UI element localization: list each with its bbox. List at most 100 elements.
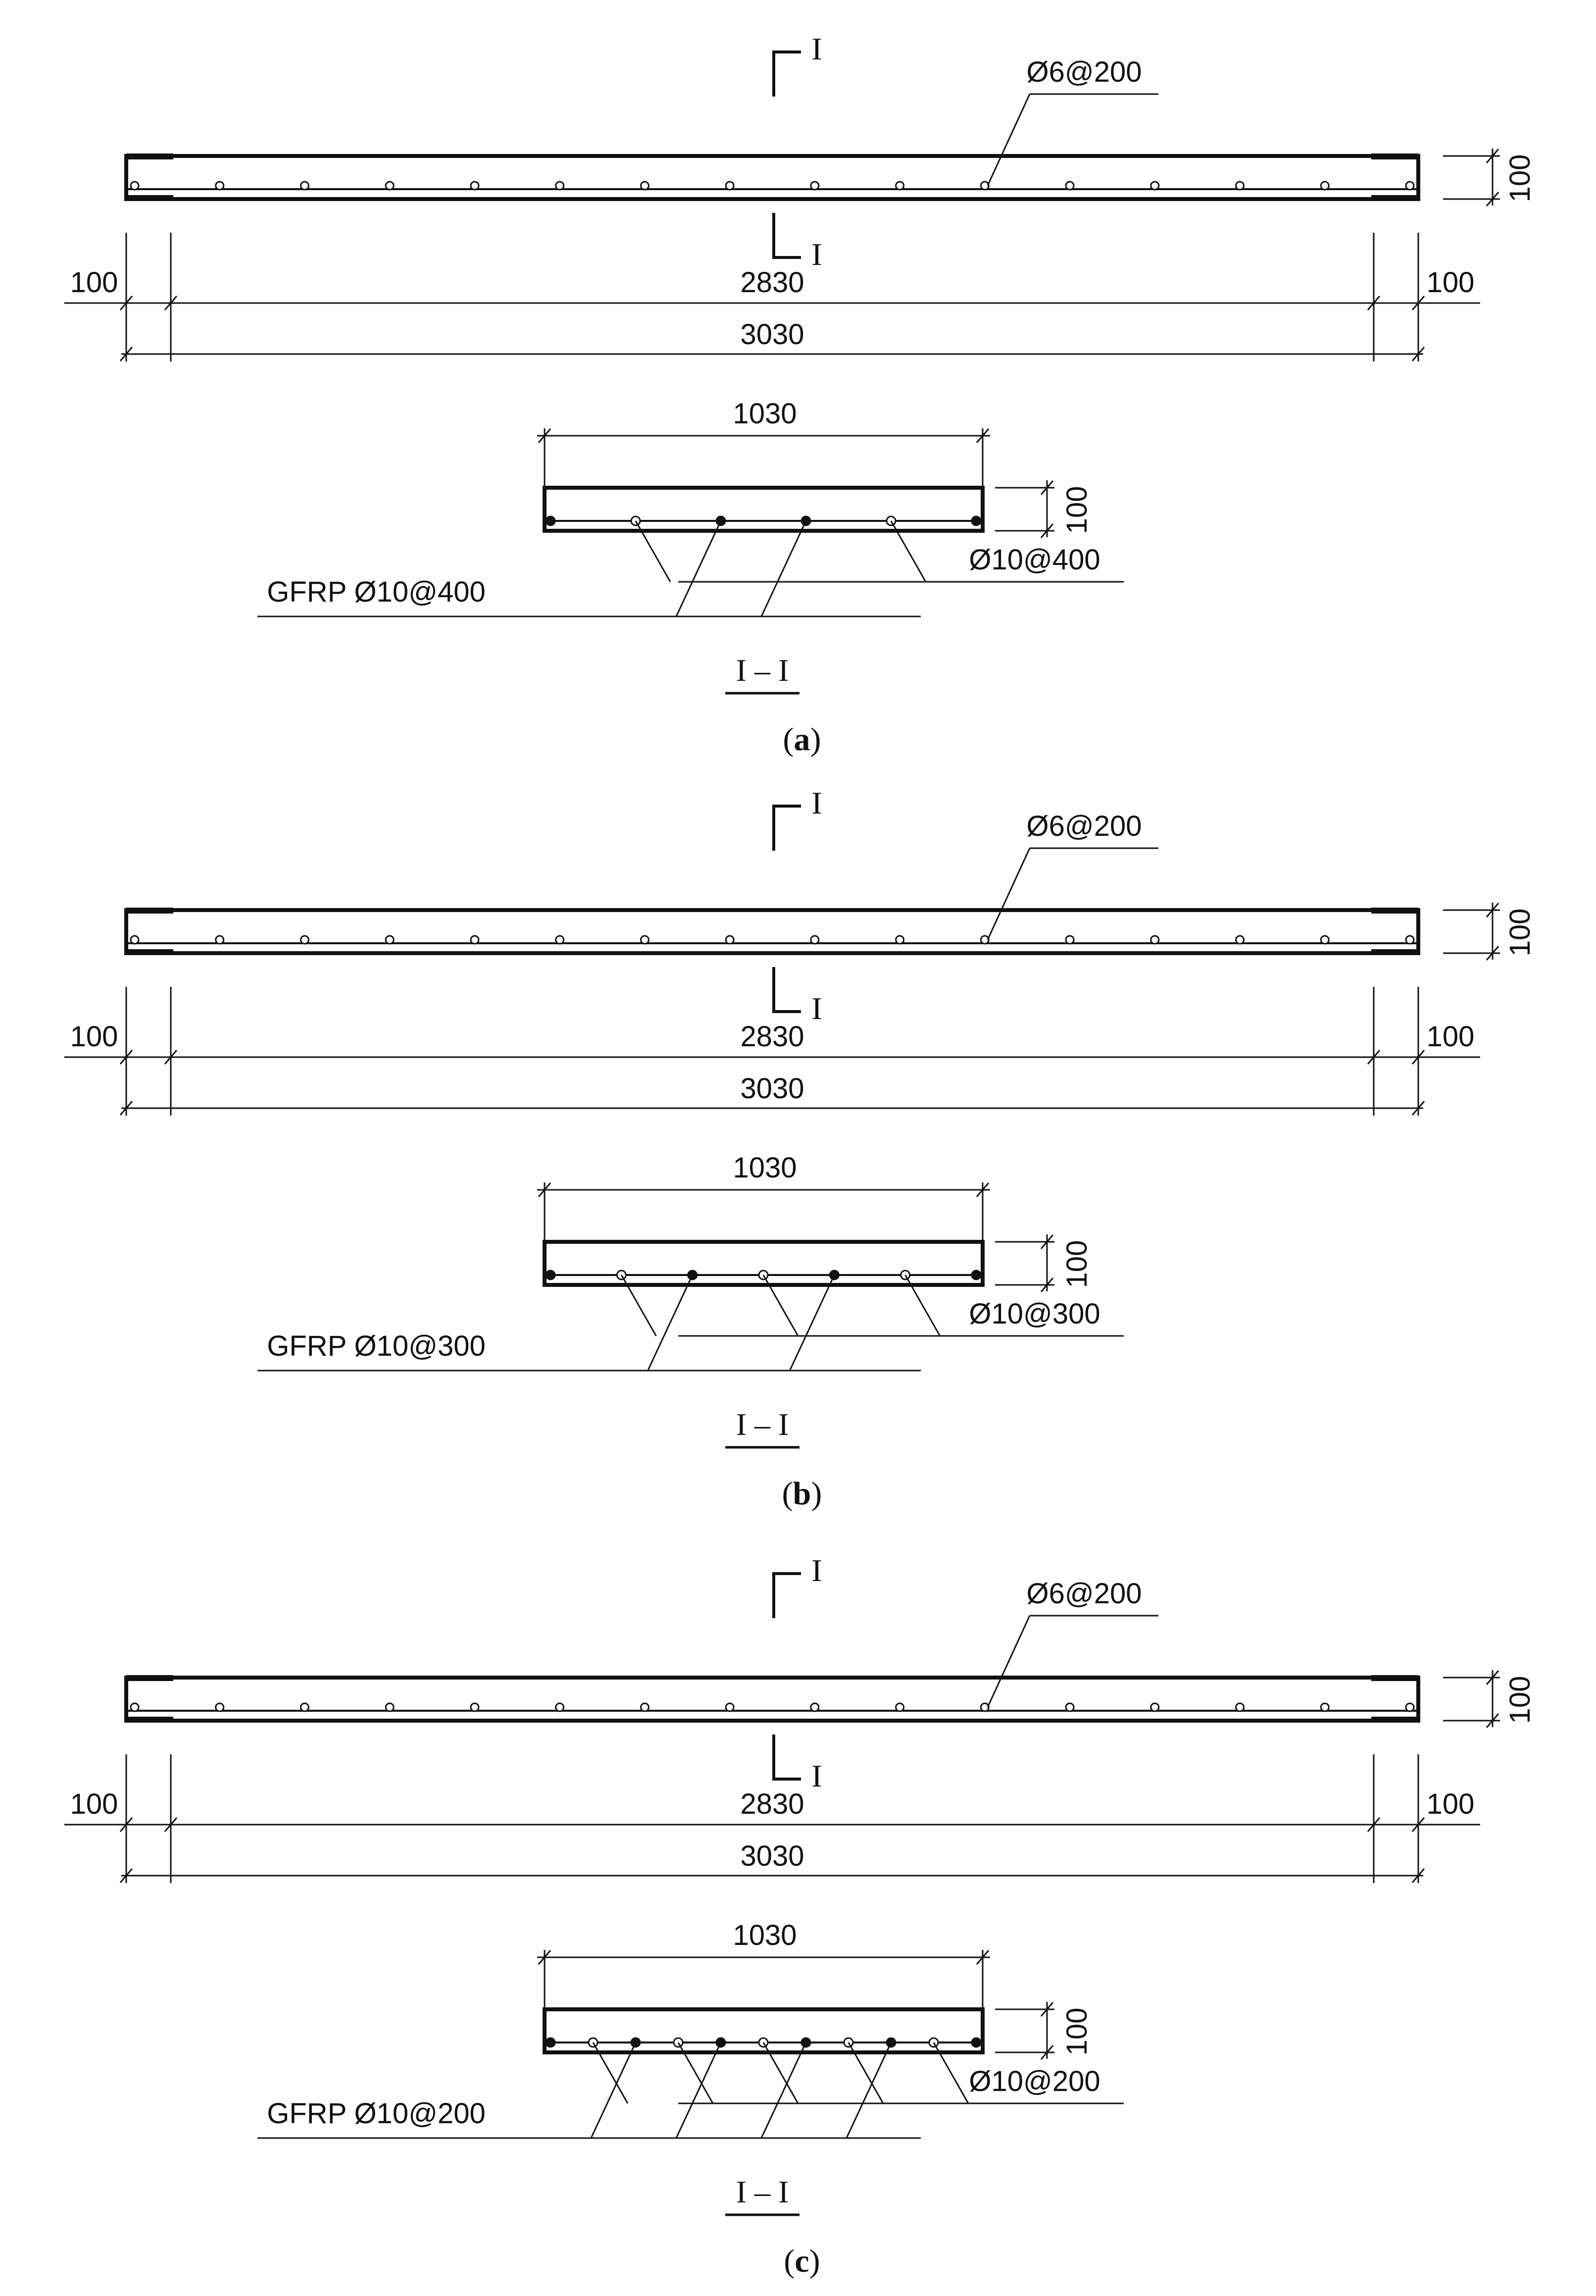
leader-top-bar	[987, 94, 1031, 186]
dimension-tick	[119, 1868, 133, 1883]
transverse-bar-dot	[299, 1702, 309, 1712]
transverse-bar-dot	[555, 181, 565, 191]
transverse-bar-dot	[1065, 1702, 1075, 1712]
transverse-bar-dot	[130, 935, 140, 945]
transverse-bar-dot	[1235, 935, 1245, 945]
dimension-tick	[976, 1182, 990, 1197]
end-left-label: 100	[70, 1020, 118, 1053]
dimension-tick	[1486, 946, 1499, 961]
transverse-bar-dot	[215, 935, 225, 945]
transverse-bar-dot	[1405, 935, 1415, 945]
gfrp-label: GFRP Ø10@300	[267, 1330, 485, 1362]
transverse-bar-dot	[1235, 1702, 1245, 1712]
dimension-tick	[976, 1950, 990, 1965]
transverse-bar-dot	[1320, 181, 1330, 191]
transverse-bar-dot	[725, 1702, 735, 1712]
transverse-bar-dot	[810, 1702, 820, 1712]
gfrp-leader	[760, 2042, 807, 2139]
transverse-bar-dot	[1405, 181, 1415, 191]
dimension-tick	[119, 1817, 133, 1832]
dimension-tick	[1411, 1868, 1425, 1883]
transverse-bar-dot	[1065, 935, 1075, 945]
section-mark-top	[772, 1572, 801, 1618]
transverse-bar-dot	[555, 935, 565, 945]
section-outline	[543, 486, 985, 533]
steel-leader	[762, 2042, 799, 2104]
steel-leader	[890, 520, 927, 582]
section-outline	[543, 1240, 985, 1287]
transverse-bar-dot	[895, 181, 905, 191]
dimension-tick	[1486, 149, 1499, 163]
slab-outline	[124, 154, 1420, 201]
section-mark-bottom	[772, 213, 801, 259]
support-right-top	[1371, 908, 1418, 914]
support-left-top	[126, 153, 173, 159]
transverse-bar-dot	[640, 1702, 649, 1712]
steel-leader	[762, 1275, 799, 1336]
support-right-top	[1371, 153, 1418, 159]
steel-label: Ø10@200	[969, 2065, 1100, 2097]
support-right-bottom	[1371, 1717, 1418, 1723]
transverse-bar-dot	[980, 935, 990, 945]
end-right-label: 100	[1427, 1020, 1475, 1053]
dimension-tick	[1486, 192, 1499, 206]
gfrp-bar	[545, 1270, 556, 1280]
span-label: 2830	[740, 1020, 804, 1053]
gfrp-bar	[971, 515, 982, 526]
dimension-tick	[1411, 347, 1425, 361]
gfrp-bar	[971, 2037, 982, 2048]
section-height-label: 100	[1061, 1240, 1093, 1288]
transverse-bar-dot	[1150, 181, 1160, 191]
steel-leader	[677, 2042, 714, 2104]
dimension-tick	[1486, 1713, 1499, 1728]
dimension-tick	[1040, 523, 1054, 538]
transverse-bar-dot	[725, 181, 735, 191]
steel-leader	[592, 2042, 629, 2104]
support-right-bottom	[1371, 949, 1418, 955]
dimension-tick	[1040, 2045, 1054, 2060]
transverse-bar-dot	[980, 181, 990, 191]
transverse-bar-dot	[470, 1702, 480, 1712]
support-right-bottom	[1371, 195, 1418, 201]
dimension-tick	[1367, 1050, 1381, 1065]
steel-leader	[621, 1275, 657, 1336]
top-bar-label: Ø6@200	[1026, 56, 1142, 88]
gfrp-leader	[675, 520, 722, 617]
panel-caption-letter: c	[795, 2243, 809, 2279]
overall-label: 3030	[740, 1840, 804, 1872]
gfrp-leader	[760, 520, 807, 617]
support-left-top	[126, 1675, 173, 1681]
transverse-bar-dot	[895, 1702, 905, 1712]
section-mark-label-bottom: I	[811, 991, 822, 1026]
steel-label: Ø10@400	[969, 544, 1100, 576]
steel-leader	[848, 2042, 884, 2104]
overall-label: 3030	[740, 1072, 804, 1105]
dimension-tick	[1411, 1101, 1425, 1116]
gfrp-leader	[789, 1275, 835, 1371]
dimension-tick	[538, 428, 551, 443]
width-label: 1030	[733, 1919, 797, 1951]
end-right-label: 100	[1427, 266, 1475, 299]
dimension-tick	[538, 1182, 551, 1197]
end-left-label: 100	[70, 266, 118, 299]
span-label: 2830	[740, 266, 804, 299]
gfrp-bar	[971, 1270, 982, 1280]
transverse-bar-dot	[299, 181, 309, 191]
dimension-tick	[1040, 480, 1054, 495]
dimension-tick	[976, 428, 990, 443]
gfrp-label: GFRP Ø10@400	[267, 576, 485, 608]
end-right-label: 100	[1427, 1788, 1475, 1820]
gfrp-leader	[675, 2042, 722, 2139]
transverse-bar-dot	[130, 1702, 140, 1712]
transverse-bar-dot	[810, 181, 820, 191]
dimension-tick	[119, 347, 133, 361]
transverse-bar-dot	[980, 1702, 990, 1712]
panel-caption: (b)	[782, 1476, 822, 1512]
section-mark-top	[772, 51, 801, 97]
panel-caption-letter: b	[793, 1476, 811, 1512]
height-dimension-label: 100	[1504, 909, 1536, 957]
transverse-bar-dot	[640, 935, 649, 945]
section-mark-label-top: I	[811, 31, 822, 66]
